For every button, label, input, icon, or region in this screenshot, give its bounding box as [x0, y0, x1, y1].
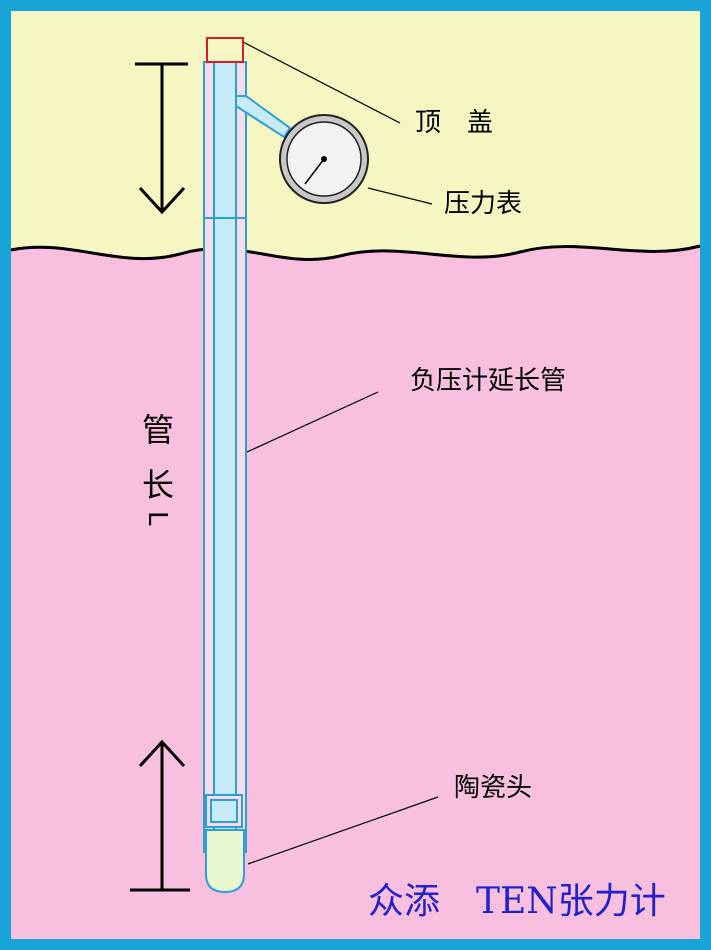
gauge-pivot	[321, 156, 327, 162]
ceramic-connector-inner	[210, 799, 238, 823]
length-dimension	[130, 62, 190, 892]
down-arrow-head	[138, 186, 186, 215]
tube-length-label-1: 管	[142, 411, 174, 449]
gauge-label: 压力表	[444, 189, 522, 219]
ceramic-tip-label: 陶瓷头	[454, 773, 532, 803]
extension-tube-leader-line	[246, 391, 379, 453]
ground-surface-line	[10, 244, 701, 261]
gauge-branch-tube	[235, 95, 292, 139]
cap-leader-line	[242, 41, 401, 124]
tube-inner-bore	[213, 61, 237, 853]
extension-tube-label: 负压计延长管	[410, 366, 566, 396]
top-cap	[206, 37, 244, 63]
pressure-gauge	[279, 114, 369, 204]
up-arrow-head	[138, 739, 186, 768]
cap-label: 顶 盖	[415, 108, 493, 138]
ceramic-tip	[205, 829, 245, 894]
brand-label: 众添 TEN张力计	[368, 881, 666, 922]
gauge-leader-line	[367, 187, 433, 205]
tube-length-label-2: 长	[142, 466, 174, 504]
tube-length-label-3: L	[142, 511, 172, 526]
gauge-needle	[304, 158, 325, 185]
ceramic-tip-leader-line	[247, 796, 439, 865]
